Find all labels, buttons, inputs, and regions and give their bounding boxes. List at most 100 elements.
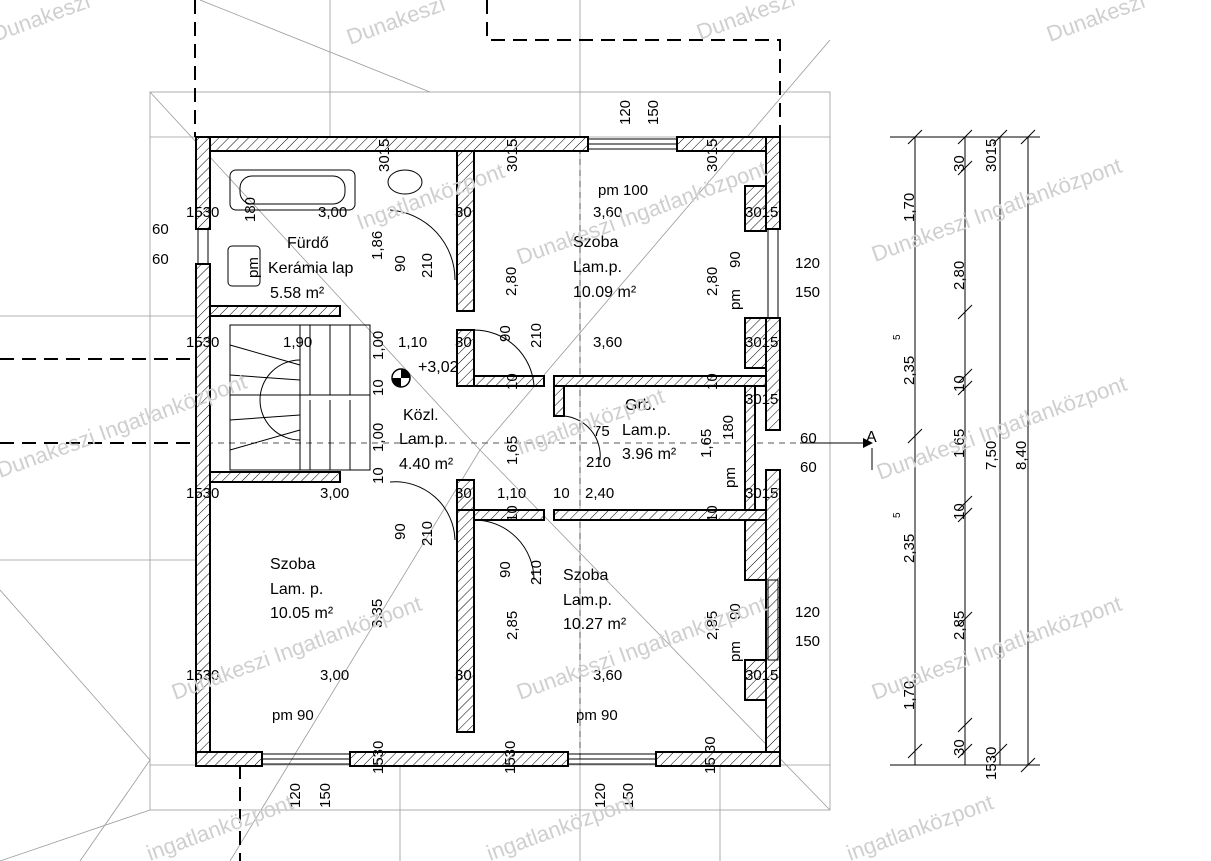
dim-label: 150 bbox=[620, 783, 637, 808]
dim-label: 2,85 bbox=[951, 611, 968, 640]
dim-label: 90 bbox=[392, 255, 409, 272]
room-grb-name: Grb. bbox=[625, 397, 656, 414]
dim-label: 10 bbox=[370, 379, 387, 396]
dim-label: 30 bbox=[455, 667, 472, 684]
room-szoba-sw-name: Szoba bbox=[270, 556, 315, 573]
dim-label: 3015 bbox=[745, 667, 778, 684]
dim-label: 90 bbox=[497, 561, 514, 578]
dim-label: 120 bbox=[287, 783, 304, 808]
level-marker: +3,02 bbox=[391, 359, 459, 388]
dim-label: 30 bbox=[455, 334, 472, 351]
dim-label: 10 bbox=[951, 375, 968, 392]
dim-label: 120 bbox=[795, 255, 820, 272]
room-furdo-area: 5.58 m² bbox=[270, 285, 325, 302]
section-label: A bbox=[866, 429, 877, 446]
dim-label: 1530 bbox=[370, 741, 387, 774]
dim-label: 60 bbox=[152, 251, 169, 268]
dim-label: 30 bbox=[951, 155, 968, 172]
dim-label: 30 bbox=[455, 204, 472, 221]
dim-label: 30 bbox=[455, 485, 472, 502]
dim-label: 1530 bbox=[186, 334, 219, 351]
windows bbox=[197, 138, 779, 765]
room-szoba-se-area: 10.27 m² bbox=[563, 616, 627, 633]
dim-label: 210 bbox=[528, 560, 545, 585]
level-label: +3,02 bbox=[418, 359, 459, 376]
dim-label: 10 bbox=[704, 505, 721, 522]
section-mark: A bbox=[800, 429, 877, 470]
dim-label: 10 bbox=[553, 485, 570, 502]
dim-label: 1530 bbox=[983, 747, 1000, 780]
dim-label: 1,70 bbox=[901, 681, 918, 710]
dim-label: 1,65 bbox=[951, 429, 968, 458]
dim-label: 3,60 bbox=[593, 334, 622, 351]
room-szoba-sw-area: 10.05 m² bbox=[270, 605, 334, 622]
room-furdo-name: Fürdő bbox=[287, 235, 329, 252]
dim-label: pm bbox=[245, 257, 262, 278]
watermark: Dunakeszi bbox=[343, 0, 448, 50]
dim-label: 8,40 bbox=[1013, 441, 1030, 470]
dim-label: 2,35 bbox=[901, 534, 918, 563]
dim-label: 2,85 bbox=[504, 611, 521, 640]
dim-label: 150 bbox=[795, 633, 820, 650]
dim-label: 10 bbox=[951, 503, 968, 520]
dim-label: 1,00 bbox=[370, 331, 387, 360]
room-furdo-floor: Kerámia lap bbox=[268, 260, 353, 277]
watermark: Dunakeszi bbox=[693, 0, 798, 45]
dim-label: 3015 bbox=[983, 139, 1000, 172]
watermark: Dunakeszi Ingatlanközpont bbox=[0, 369, 250, 483]
dim-label: 5 bbox=[892, 334, 903, 340]
dim-label: pm 100 bbox=[598, 182, 648, 199]
dim-label: 1530 bbox=[186, 485, 219, 502]
dim-label: 1,10 bbox=[497, 485, 526, 502]
room-labels: Fürdő Kerámia lap 5.58 m² Szoba Lam.p. 1… bbox=[268, 234, 677, 633]
dim-label: 3015 bbox=[376, 139, 393, 172]
dim-label: 5 bbox=[892, 512, 903, 518]
dim-label: 1,86 bbox=[369, 231, 386, 260]
dim-label: 2,40 bbox=[585, 485, 614, 502]
dim-label: 2,35 bbox=[901, 356, 918, 385]
room-szoba-sw-floor: Lam. p. bbox=[270, 581, 323, 598]
dim-label: pm 90 bbox=[576, 707, 618, 724]
dim-label: 2,80 bbox=[704, 267, 721, 296]
dim-label: 120 bbox=[592, 783, 609, 808]
dim-label: 2,80 bbox=[503, 267, 520, 296]
dim-label: 3015 bbox=[745, 334, 778, 351]
dim-label: 1530 bbox=[186, 204, 219, 221]
dim-label: 90 bbox=[392, 523, 409, 540]
dim-label: pm bbox=[727, 289, 744, 310]
dim-label: 1,10 bbox=[398, 334, 427, 351]
dimension-labels-vertical: 3015 3015 3015 120 150 180 1,86 90 210 p… bbox=[242, 100, 744, 808]
dim-label: 120 bbox=[617, 100, 634, 125]
dim-label: 210 bbox=[528, 323, 545, 348]
dim-label: 3015 bbox=[745, 485, 778, 502]
dim-label: 2,80 bbox=[951, 261, 968, 290]
dim-label: 15 30 bbox=[702, 736, 719, 774]
dim-label: 60 bbox=[800, 459, 817, 476]
dim-label: 1,70 bbox=[901, 193, 918, 222]
dim-label: 90 bbox=[497, 325, 514, 342]
dim-label: 210 bbox=[419, 521, 436, 546]
dim-label: 180 bbox=[242, 197, 259, 222]
watermark: Dunakeszi bbox=[1043, 0, 1148, 47]
room-szoba-se-name: Szoba bbox=[563, 567, 608, 584]
room-grb-floor: Lam.p. bbox=[622, 422, 671, 439]
fixtures bbox=[227, 169, 601, 581]
dim-label: 180 bbox=[720, 415, 737, 440]
dim-label: 75 bbox=[593, 423, 610, 440]
dim-label: 150 bbox=[645, 100, 662, 125]
dim-label: 3,60 bbox=[593, 204, 622, 221]
dim-label: 1,65 bbox=[504, 436, 521, 465]
watermark: ingatlanközpont bbox=[143, 789, 296, 861]
dim-label: 7,50 bbox=[983, 441, 1000, 470]
watermark: Dunakeszi Ingatlanközpont bbox=[868, 591, 1125, 705]
dim-label: 3015 bbox=[504, 139, 521, 172]
room-grb-area: 3.96 m² bbox=[622, 446, 677, 463]
dim-label: 210 bbox=[419, 253, 436, 278]
dim-label: 150 bbox=[795, 284, 820, 301]
right-dimension-chains: 1,70 2,35 5 2,35 5 1,70 30 2,80 10 1,65 … bbox=[890, 129, 1040, 780]
watermark: ingatlanközpont bbox=[843, 789, 996, 861]
dim-label: 60 bbox=[800, 430, 817, 447]
watermarks: Dunakeszi Dunakeszi Dunakeszi Dunakeszi … bbox=[0, 0, 1148, 861]
dim-label: 10 bbox=[504, 505, 521, 522]
